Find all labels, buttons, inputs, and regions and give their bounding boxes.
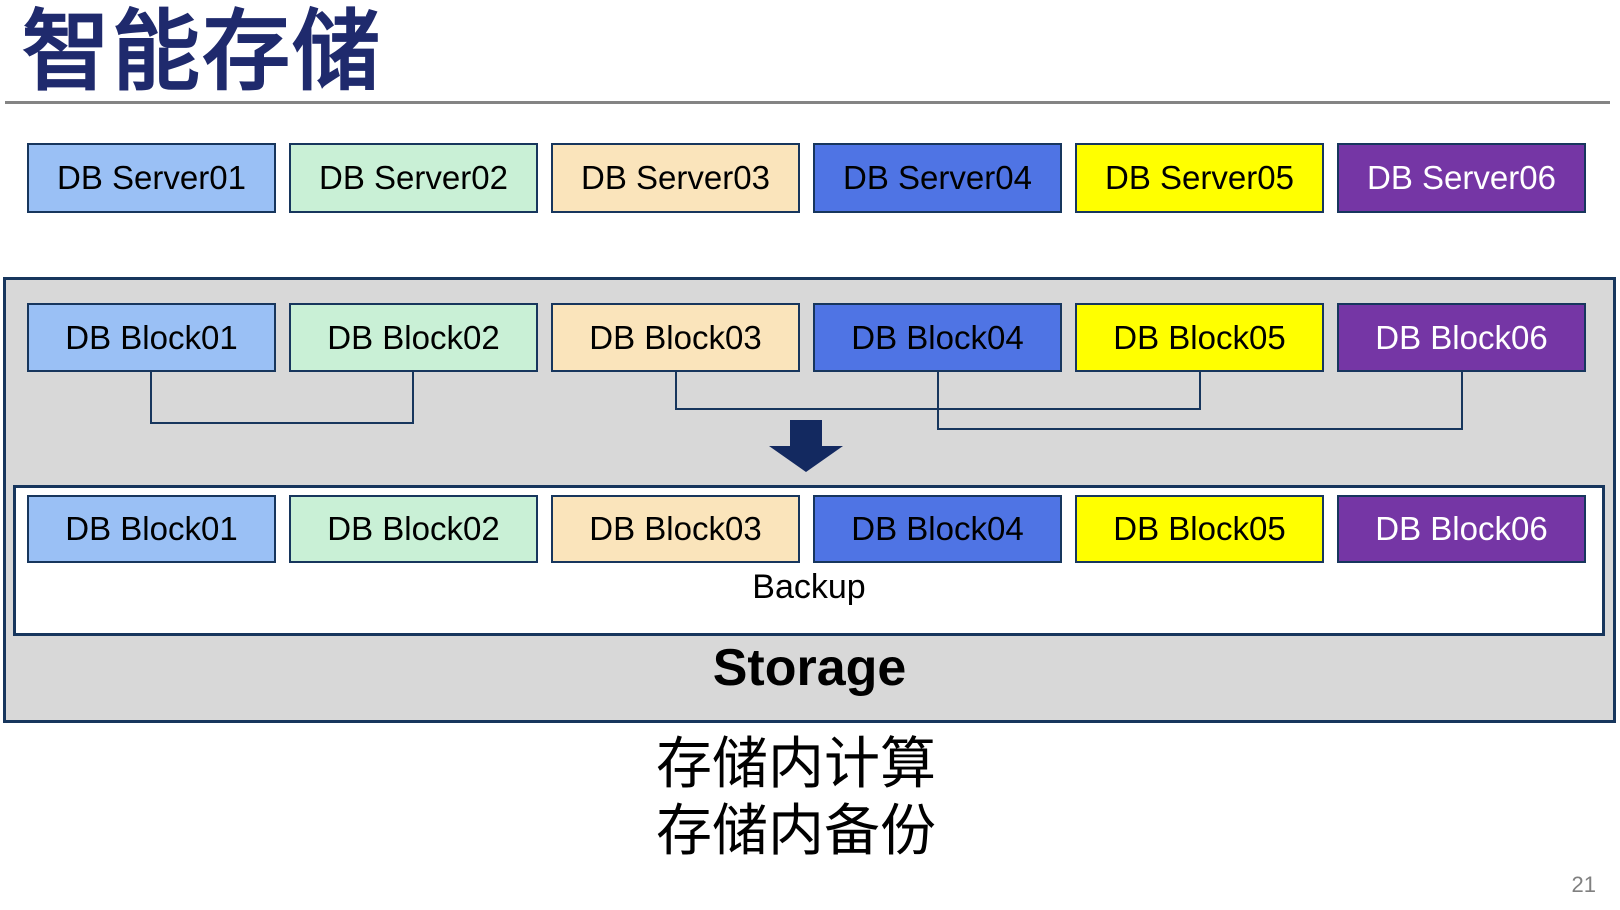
db-block-bottom04-box: DB Block04 xyxy=(813,495,1062,563)
connector-line xyxy=(937,372,939,428)
db-block-bottom03-box: DB Block03 xyxy=(551,495,800,563)
connector-line xyxy=(412,372,414,422)
page-number: 21 xyxy=(1571,872,1596,897)
connector-line xyxy=(675,372,677,408)
caption-line-2: 存储内备份 xyxy=(656,799,936,862)
db-block-bottom01-box: DB Block01 xyxy=(27,495,276,563)
db-server04-box: DB Server04 xyxy=(813,143,1062,213)
page-title: 智能存储 xyxy=(22,2,383,101)
db-block-top04-box: DB Block04 xyxy=(813,303,1062,372)
db-block-top03-box: DB Block03 xyxy=(551,303,800,372)
db-server01-box: DB Server01 xyxy=(27,143,276,213)
db-server06-box: DB Server06 xyxy=(1337,143,1586,213)
backup-label: Backup xyxy=(752,568,866,606)
connector-line xyxy=(1461,372,1463,428)
storage-container: DB Block01 DB Block02 DB Block03 DB Bloc… xyxy=(3,277,1616,723)
storage-label: Storage xyxy=(712,639,907,697)
down-arrow-icon xyxy=(769,420,843,472)
db-block-top05-box: DB Block05 xyxy=(1075,303,1324,372)
db-block-top02-box: DB Block02 xyxy=(289,303,538,372)
db-server02-box: DB Server02 xyxy=(289,143,538,213)
db-block-bottom06-box: DB Block06 xyxy=(1337,495,1586,563)
db-block-top01-box: DB Block01 xyxy=(27,303,276,372)
title-divider-rule xyxy=(5,101,1610,104)
db-server03-box: DB Server03 xyxy=(551,143,800,213)
connector-line xyxy=(150,422,414,424)
connector-line xyxy=(937,428,1463,430)
backup-box: DB Block01 DB Block02 DB Block03 DB Bloc… xyxy=(13,485,1605,636)
db-block-bottom02-box: DB Block02 xyxy=(289,495,538,563)
db-block-bottom05-box: DB Block05 xyxy=(1075,495,1324,563)
db-server05-box: DB Server05 xyxy=(1075,143,1324,213)
caption-line-1: 存储内计算 xyxy=(656,732,936,795)
connector-line xyxy=(1199,372,1201,408)
db-block-top06-box: DB Block06 xyxy=(1337,303,1586,372)
connector-line xyxy=(150,372,152,422)
caption-text: 存储内计算 存储内备份 xyxy=(656,730,936,864)
